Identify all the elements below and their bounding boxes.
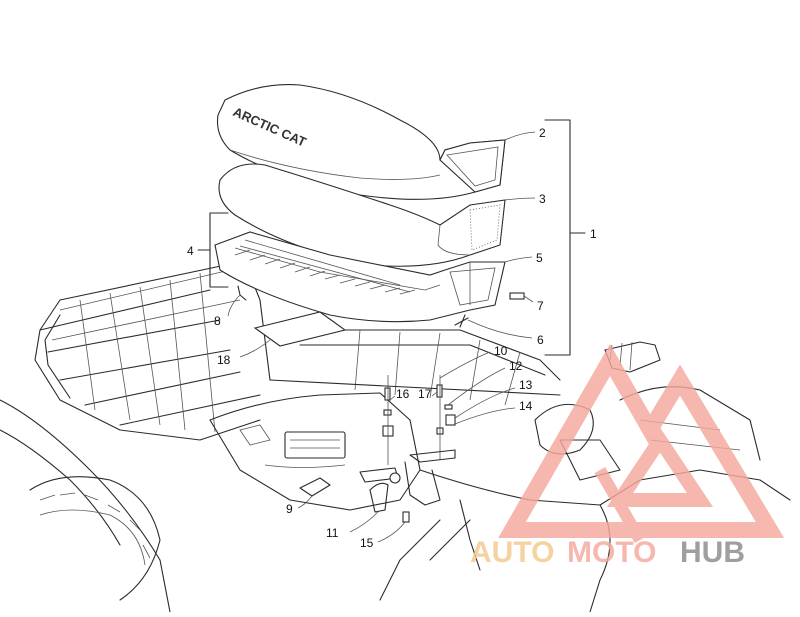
seat-latch xyxy=(237,285,247,301)
callout-11: 11 xyxy=(326,526,339,540)
callout-13: 13 xyxy=(519,378,533,392)
callout-12: 12 xyxy=(509,359,523,373)
callout-14: 14 xyxy=(519,399,533,413)
watermark-logo: AUTO MOTO HUB xyxy=(470,343,785,569)
latch-bracket xyxy=(402,449,456,523)
fastener-stack-right xyxy=(436,375,456,460)
callout-3: 3 xyxy=(539,192,546,206)
callout-16: 16 xyxy=(396,387,410,401)
callout-8: 8 xyxy=(214,314,221,328)
release-cable xyxy=(369,482,389,513)
leader-lines xyxy=(197,119,586,543)
watermark-text-auto: AUTO xyxy=(470,536,554,569)
fastener-stack-left xyxy=(382,375,394,465)
latch-knob xyxy=(389,472,401,484)
seat-foam xyxy=(218,163,506,267)
callout-5: 5 xyxy=(536,251,543,265)
callout-10: 10 xyxy=(494,344,508,358)
callout-4: 4 xyxy=(187,244,194,258)
watermark-text-moto: MOTO xyxy=(567,536,656,569)
callout-1: 1 xyxy=(590,227,597,241)
callout-15: 15 xyxy=(360,536,374,550)
seat-cover: ARCTIC CAT xyxy=(216,84,506,200)
callout-17: 17 xyxy=(418,387,432,401)
callout-6: 6 xyxy=(537,333,544,347)
seat-screw xyxy=(454,314,469,328)
cable-cap xyxy=(299,477,331,497)
watermark-mark-icon xyxy=(498,343,785,543)
watermark-text-hub: HUB xyxy=(680,536,745,569)
callout-labels: 1 2 3 4 5 6 7 8 9 10 11 12 13 14 15 16 1… xyxy=(187,126,597,550)
callout-2: 2 xyxy=(539,126,546,140)
seat-pad xyxy=(253,311,347,347)
callout-7: 7 xyxy=(537,299,544,313)
callout-9: 9 xyxy=(286,502,293,516)
callout-18: 18 xyxy=(217,353,231,367)
seat-clip xyxy=(509,292,525,300)
